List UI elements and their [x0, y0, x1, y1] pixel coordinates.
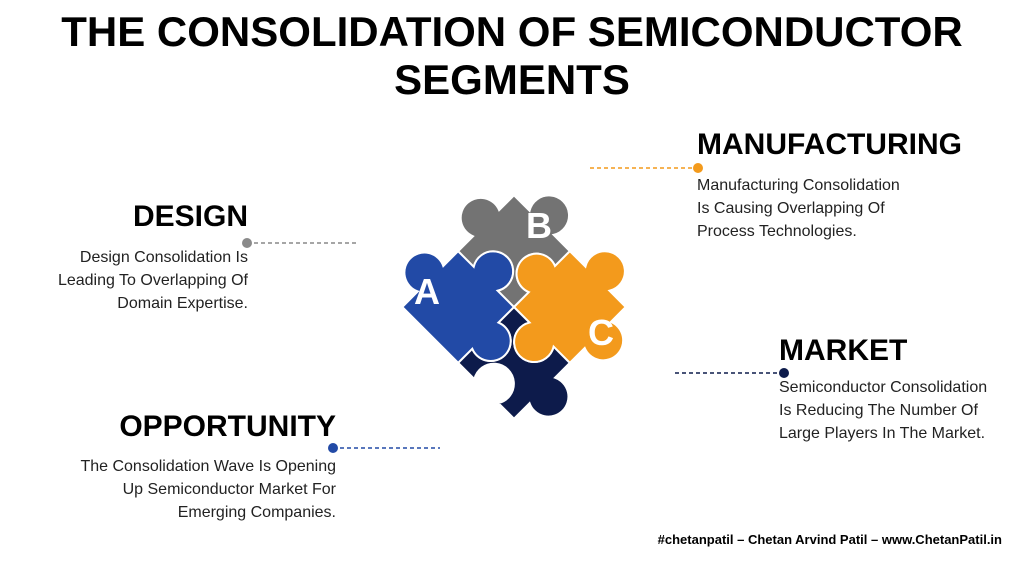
market-line-2: Is Reducing The Number Of — [779, 402, 978, 419]
manufacturing-line-1: Manufacturing Consolidation — [697, 177, 900, 194]
market-heading: MARKET — [779, 334, 908, 367]
opportunity-connector-dot — [328, 443, 338, 453]
opportunity-line-2: Up Semiconductor Market For — [122, 481, 336, 498]
design-description: Design Consolidation Is Leading To Overl… — [58, 246, 248, 315]
design-line-2: Leading To Overlapping Of — [57, 272, 248, 289]
market-description: Semiconductor Consolidation Is Reducing … — [779, 376, 987, 445]
page-title: THE CONSOLIDATION OF SEMICONDUCTOR — [61, 8, 963, 55]
design-line-3: Domain Expertise. — [117, 295, 248, 312]
manufacturing-line-2: Is Causing Overlapping Of — [697, 200, 885, 217]
puzzle-piece-b — [512, 249, 628, 365]
opportunity-heading: OPPORTUNITY — [119, 410, 336, 443]
market-connector-dot — [779, 368, 789, 378]
opportunity-description: The Consolidation Wave Is Opening Up Sem… — [80, 455, 336, 524]
manufacturing-heading: MANUFACTURING — [697, 128, 962, 161]
opportunity-line-3: Emerging Companies. — [177, 504, 336, 521]
design-heading: DESIGN — [132, 200, 248, 233]
market-line-1: Semiconductor Consolidation — [779, 379, 988, 396]
design-line-1: Design Consolidation Is — [79, 249, 248, 266]
manufacturing-line-3: Process Technologies. — [697, 223, 857, 240]
manufacturing-connector-dot — [693, 163, 703, 173]
piece-label-a: A — [414, 271, 440, 312]
opportunity-line-1: The Consolidation Wave Is Opening — [80, 458, 336, 475]
page-title-line-2: SEGMENTS — [394, 56, 630, 103]
piece-label-b: B — [526, 205, 552, 246]
manufacturing-description: Manufacturing Consolidation Is Causing O… — [697, 174, 900, 243]
piece-label-d: D — [474, 384, 500, 425]
design-connector-dot — [242, 238, 252, 248]
piece-label-c: C — [588, 312, 614, 353]
footer-credit: #chetanpatil – Chetan Arvind Patil – www… — [657, 532, 1002, 547]
market-line-3: Large Players In The Market. — [779, 425, 986, 442]
